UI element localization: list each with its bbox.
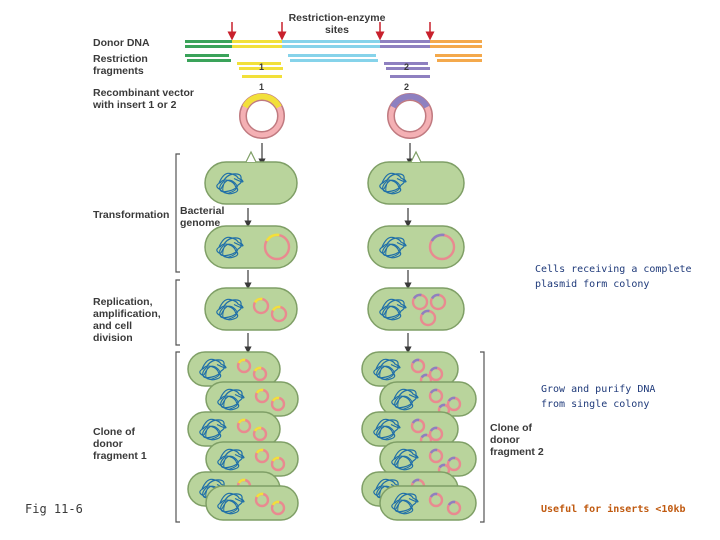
bacterial-cell (379, 485, 477, 521)
bacterial-cell (204, 150, 298, 205)
bacterial-cell (361, 351, 459, 387)
bacterial-cell (204, 287, 298, 331)
bacterial-genome-loop (220, 305, 238, 320)
bacterial-genome-loop (220, 243, 238, 258)
plasmid-insert (412, 293, 422, 300)
plasmid-insert (429, 366, 438, 372)
flow-arrows (244, 143, 414, 354)
bacterial-genome-loop (221, 455, 239, 470)
fragment-number-1-top: 1 (259, 62, 264, 72)
bacterial-genome-loop (395, 455, 413, 470)
plasmid-insert (411, 358, 420, 364)
bacterial-genome-loop (395, 499, 413, 514)
plasmid-insert (237, 478, 246, 484)
stage-brackets (175, 153, 485, 523)
bacterial-genome-loop (203, 425, 221, 440)
clone-1-label: Clone of donor fragment 1 (93, 426, 147, 462)
plasmid-insert (429, 426, 438, 432)
bacterial-genome-loop (383, 305, 401, 320)
bacterial-cell (379, 381, 477, 417)
plasmid-insert (253, 366, 262, 372)
fragment-number-2-top: 2 (404, 62, 409, 72)
plasmid-insert (271, 396, 280, 402)
useful-inserts-note: Useful for inserts <10kb (541, 504, 686, 515)
plasmid-insert (265, 233, 280, 242)
recombinant-vector-1 (239, 93, 285, 139)
donor-dna-strand (185, 40, 482, 48)
grow-purify-note: Grow and purify DNA from single colony (541, 384, 656, 410)
cell-entry-pore (245, 150, 257, 163)
bacterial-genome-label: Bacterial genome (180, 205, 225, 229)
figure-label: Fig 11-6 (25, 502, 83, 516)
plasmid-insert (447, 456, 456, 462)
transformation-label: Transformation (93, 209, 170, 221)
cells-layer (187, 150, 477, 521)
plasmid-insert (255, 492, 264, 498)
restriction-fragments (185, 54, 482, 78)
plasmid-insert (438, 403, 446, 409)
bacterial-cell (367, 225, 465, 269)
plasmid-insert (271, 456, 280, 462)
bacterial-genome-loop (395, 395, 413, 410)
fragment-number-2-vector: 2 (404, 82, 409, 92)
plasmid-insert (237, 358, 246, 364)
plasmid-insert (271, 305, 281, 312)
plasmid-insert (255, 388, 264, 394)
bacterial-genome-loop (203, 365, 221, 380)
bacterial-cell (379, 441, 477, 477)
plasmid-insert (420, 433, 428, 439)
bacterial-genome-loop (377, 365, 395, 380)
plasmid-insert (429, 388, 438, 394)
plasmid-insert (411, 418, 420, 424)
clone-2-label: Clone of donor fragment 2 (490, 422, 544, 458)
bacterial-genome-loop (383, 243, 401, 258)
bacterial-cell (361, 411, 459, 447)
plasmid-insert (271, 500, 280, 506)
plasmid-insert (430, 293, 440, 300)
donor-dna-label: Donor DNA (93, 37, 150, 49)
restriction-site-arrows (227, 22, 435, 41)
bacterial-cell (187, 411, 281, 447)
bacterial-cell (205, 441, 299, 477)
plasmid-insert (429, 492, 438, 498)
plasmid-insert (237, 418, 246, 424)
bacterial-genome-loop (221, 395, 239, 410)
bacterial-genome-loop (377, 425, 395, 440)
bacterial-cell (205, 485, 299, 521)
plasmid-insert (255, 448, 264, 454)
bacterial-cell (367, 150, 465, 205)
replication-label: Replication, amplification, and cell div… (93, 296, 161, 344)
plasmid-insert (253, 297, 263, 304)
plasmid-insert (447, 500, 456, 506)
colony-note: Cells receiving a complete plasmid form … (535, 264, 692, 290)
plasmid-insert (438, 463, 446, 469)
plasmid-insert (429, 448, 438, 454)
plasmid-insert (420, 373, 428, 379)
bacterial-cell (187, 351, 281, 387)
plasmid-insert (253, 426, 262, 432)
fragment-number-1-vector: 1 (259, 82, 264, 92)
bacterial-cell (205, 381, 299, 417)
cell-entry-pore (410, 150, 422, 163)
recombinant-vector-label: Recombinant vector with insert 1 or 2 (93, 87, 194, 111)
bacterial-cell (367, 287, 465, 331)
restriction-fragments-label: Restriction fragments (93, 53, 148, 77)
plasmid-insert (447, 396, 456, 402)
bacterial-genome-loop (221, 499, 239, 514)
plasmid-insert (430, 233, 445, 242)
bacterial-genome-loop (383, 179, 401, 194)
bacterial-cell (204, 225, 298, 269)
recombinant-vector-2 (387, 93, 433, 139)
restriction-sites-label: Restriction-enzyme sites (288, 12, 386, 36)
plasmid-insert (420, 309, 430, 316)
bacterial-genome-loop (220, 179, 238, 194)
plasmid-insert (411, 478, 420, 484)
